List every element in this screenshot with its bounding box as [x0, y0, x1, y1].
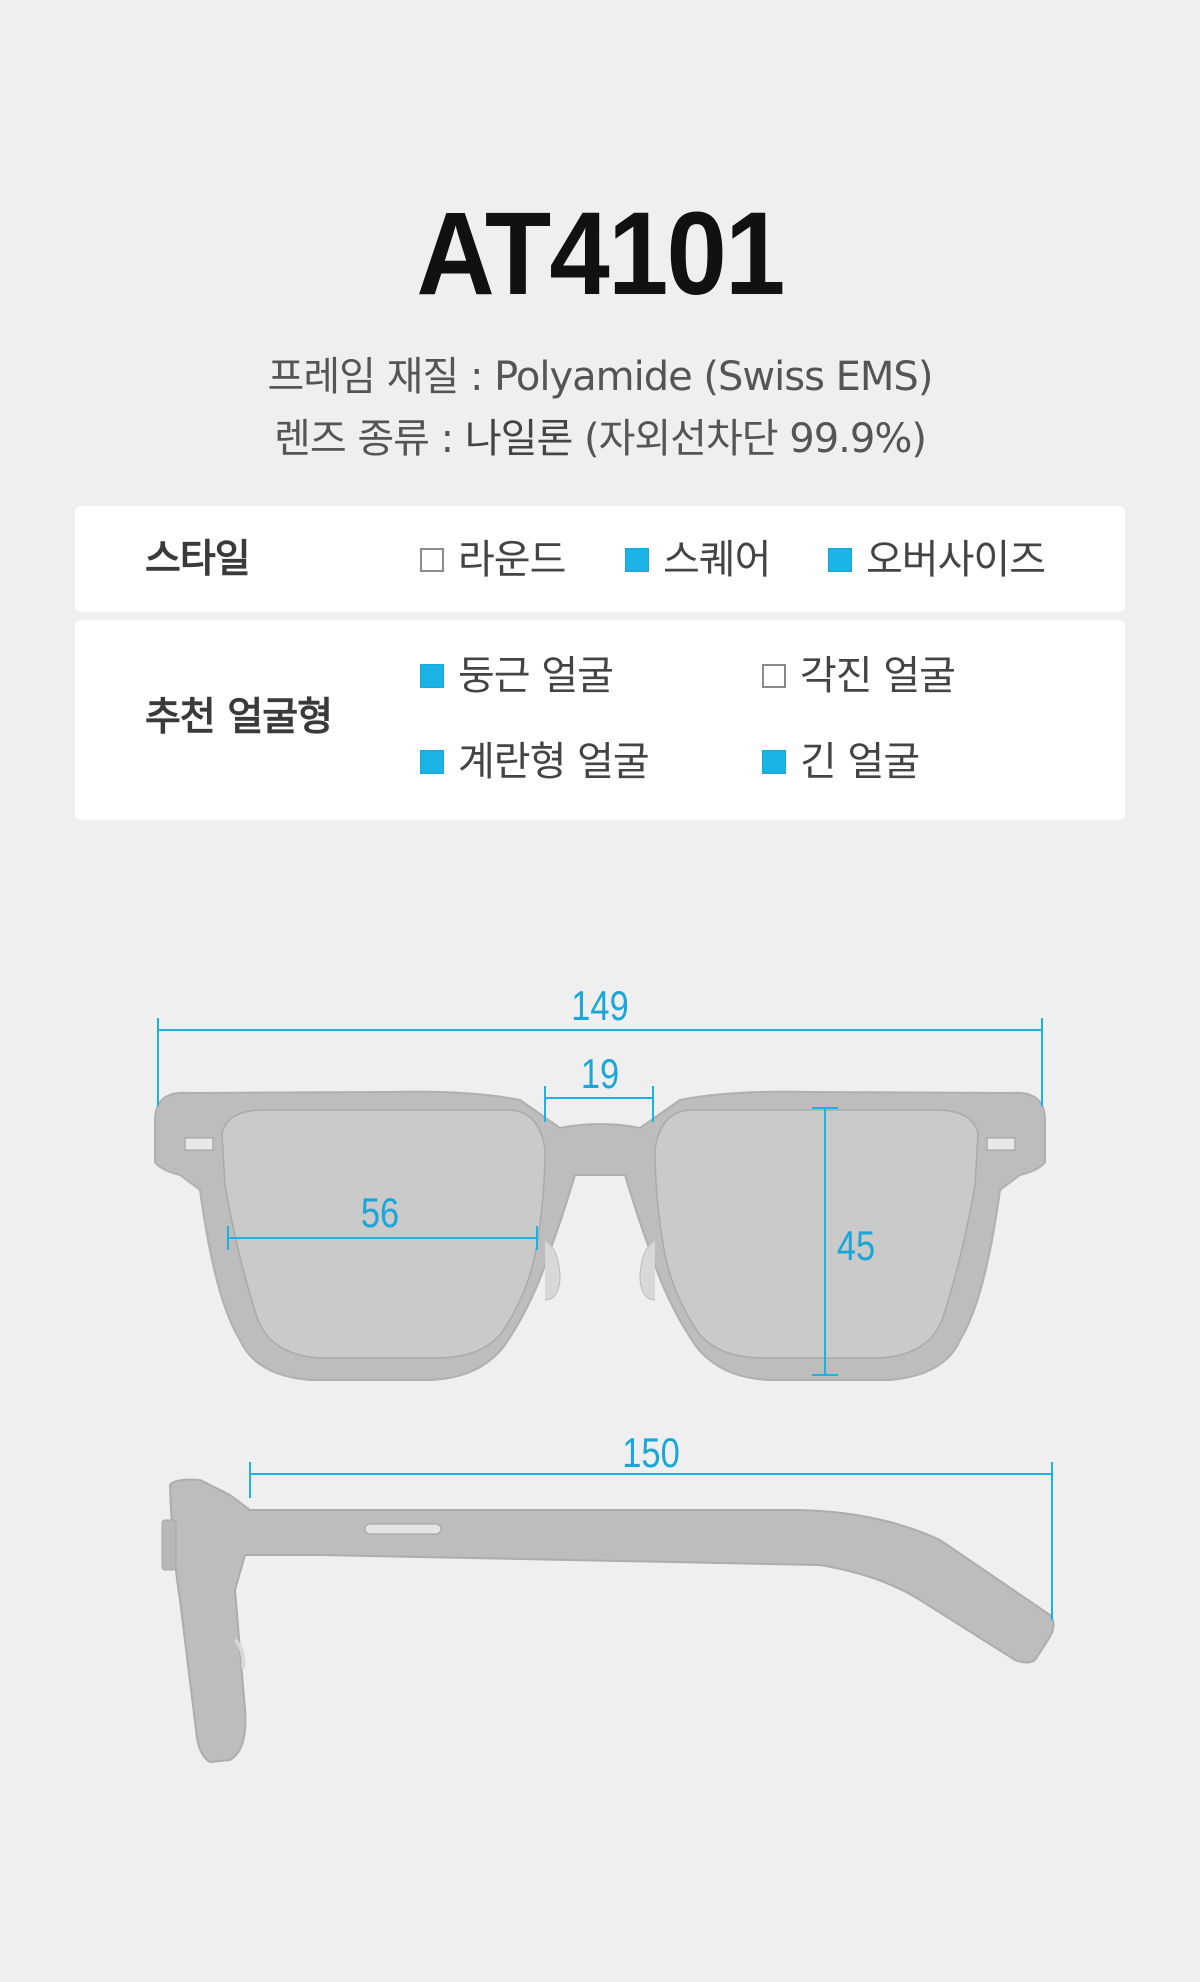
lens-type-suffix: (자외선차단 99.9%) — [572, 416, 927, 462]
checkbox-checked-icon — [762, 750, 786, 774]
face-shape-label: 추천 얼굴형 — [145, 695, 333, 740]
style-label: 스타일 — [145, 537, 251, 582]
lens-type-prefix: 렌즈 종류 : — [274, 416, 465, 462]
style-option-label: 스퀘어 — [663, 537, 771, 583]
face-option-label: 긴 얼굴 — [800, 739, 920, 785]
glasses-front-view — [154, 1090, 1046, 1381]
face-option-label: 둥근 얼굴 — [458, 653, 614, 699]
face-option-long: 긴 얼굴 — [762, 739, 920, 785]
lens-type-line: 렌즈 종류 : 나일론 (자외선차단 99.9%) — [0, 419, 1200, 459]
face-option-label: 각진 얼굴 — [800, 653, 956, 699]
style-option-label: 오버사이즈 — [866, 537, 1046, 583]
face-option-oval: 계란형 얼굴 — [420, 739, 650, 785]
model-title: AT4101 — [416, 188, 785, 320]
lens-height-value: 45 — [836, 1222, 876, 1269]
face-option-round: 둥근 얼굴 — [420, 653, 614, 699]
lens-width-value: 56 — [360, 1189, 400, 1236]
style-option-square: 스퀘어 — [625, 537, 771, 583]
glasses-side-view — [161, 1478, 1055, 1764]
style-option-oversize: 오버사이즈 — [828, 537, 1046, 583]
checkbox-checked-icon — [420, 750, 444, 774]
face-option-angular: 각진 얼굴 — [762, 653, 956, 699]
checkbox-checked-icon — [828, 548, 852, 572]
checkbox-unchecked-icon — [420, 548, 444, 572]
checkbox-unchecked-icon — [762, 664, 786, 688]
temple-length-value: 150 — [622, 1429, 680, 1476]
style-option-label: 라운드 — [458, 537, 566, 583]
face-shape-card: 추천 얼굴형 둥근 얼굴 각진 얼굴 계란형 얼굴 긴 얼굴 — [75, 620, 1125, 820]
dimension-lines — [157, 1018, 1053, 1620]
checkbox-checked-icon — [625, 548, 649, 572]
bridge-width-value: 19 — [580, 1050, 620, 1097]
face-option-label: 계란형 얼굴 — [458, 739, 650, 785]
total-width-value: 149 — [571, 982, 629, 1029]
style-card: 스타일 라운드 스퀘어 오버사이즈 — [75, 506, 1125, 612]
lens-type-value: 나일론 — [464, 416, 573, 462]
checkbox-checked-icon — [420, 664, 444, 688]
style-option-round: 라운드 — [420, 537, 566, 583]
frame-material-line: 프레임 재질 : Polyamide (Swiss EMS) — [267, 354, 934, 400]
